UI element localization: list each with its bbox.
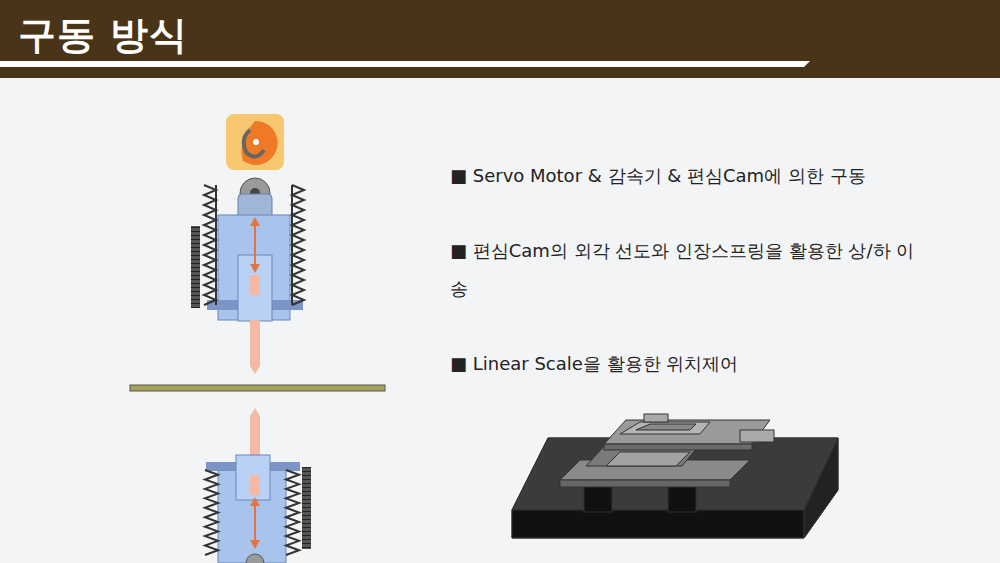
lower-mechanism bbox=[205, 408, 311, 563]
bullet-text: ■ Servo Motor & 감속기 & 편심Cam에 의한 구동 bbox=[450, 157, 970, 195]
header-line bbox=[0, 61, 810, 67]
stage-plate bbox=[130, 385, 385, 391]
slide-title: 구동 방식 bbox=[18, 8, 188, 62]
header-bar bbox=[0, 0, 1000, 78]
stage-3d bbox=[512, 414, 838, 538]
upper-mechanism bbox=[191, 114, 304, 374]
bullet-text: ■ Linear Scale을 활용한 위치제어 bbox=[450, 345, 970, 383]
bullet-text: ■ 편심Cam의 외각 선도와 인장스프링을 활용한 상/하 이송 bbox=[450, 232, 920, 308]
